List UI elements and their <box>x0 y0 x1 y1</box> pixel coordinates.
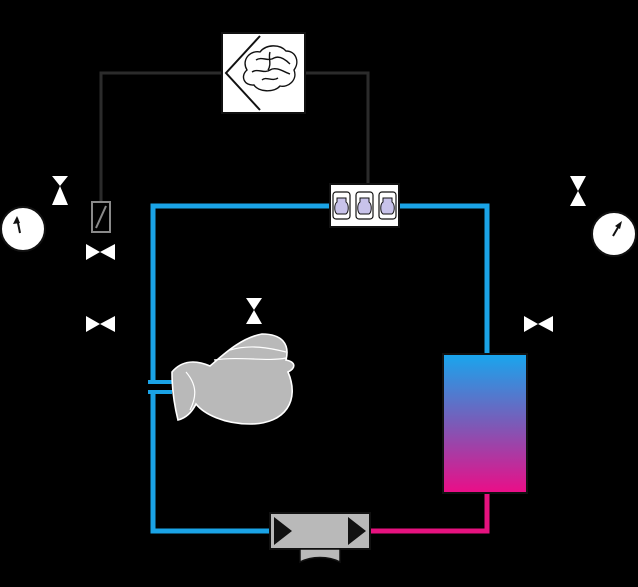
hot-line-bottom-right <box>370 493 490 534</box>
controller-arrow <box>224 35 261 111</box>
wire-left <box>99 71 222 202</box>
triple-flowmeter-icon <box>332 191 397 220</box>
flowmeter-cell-2 <box>355 191 374 220</box>
gradient-vessel-icon <box>442 353 528 494</box>
sensor[interactable] <box>91 201 111 233</box>
pump-icon <box>299 548 341 564</box>
valve-icon[interactable] <box>524 316 553 332</box>
control-wiring <box>99 71 370 202</box>
sensor-icon <box>95 205 107 229</box>
valve-icon[interactable] <box>570 176 586 206</box>
flow-meter-bank[interactable] <box>329 183 400 228</box>
valve-icon[interactable] <box>246 298 262 324</box>
valve-icon[interactable] <box>52 176 68 205</box>
pressure-gauge-icon <box>0 206 46 252</box>
controller[interactable] <box>221 32 306 114</box>
flowmeter-cell-3 <box>378 191 397 220</box>
bag-icon <box>171 333 295 425</box>
cold-line-top-right <box>399 203 490 354</box>
cold-line-top-left <box>150 203 330 382</box>
flowmeter-cell-1 <box>332 191 351 220</box>
right-gauge[interactable] <box>591 211 637 257</box>
pump[interactable] <box>269 512 371 564</box>
sample-chamber[interactable] <box>171 333 295 425</box>
cold-line-bottom-left <box>150 392 270 534</box>
brain-icon <box>242 45 298 92</box>
wire-right <box>305 71 370 184</box>
valves <box>52 176 586 332</box>
heater-vessel[interactable] <box>442 353 528 494</box>
left-gauge[interactable] <box>0 206 46 252</box>
cold-circuit <box>148 203 490 534</box>
valve-icon[interactable] <box>86 244 115 260</box>
valve-icon[interactable] <box>86 316 115 332</box>
